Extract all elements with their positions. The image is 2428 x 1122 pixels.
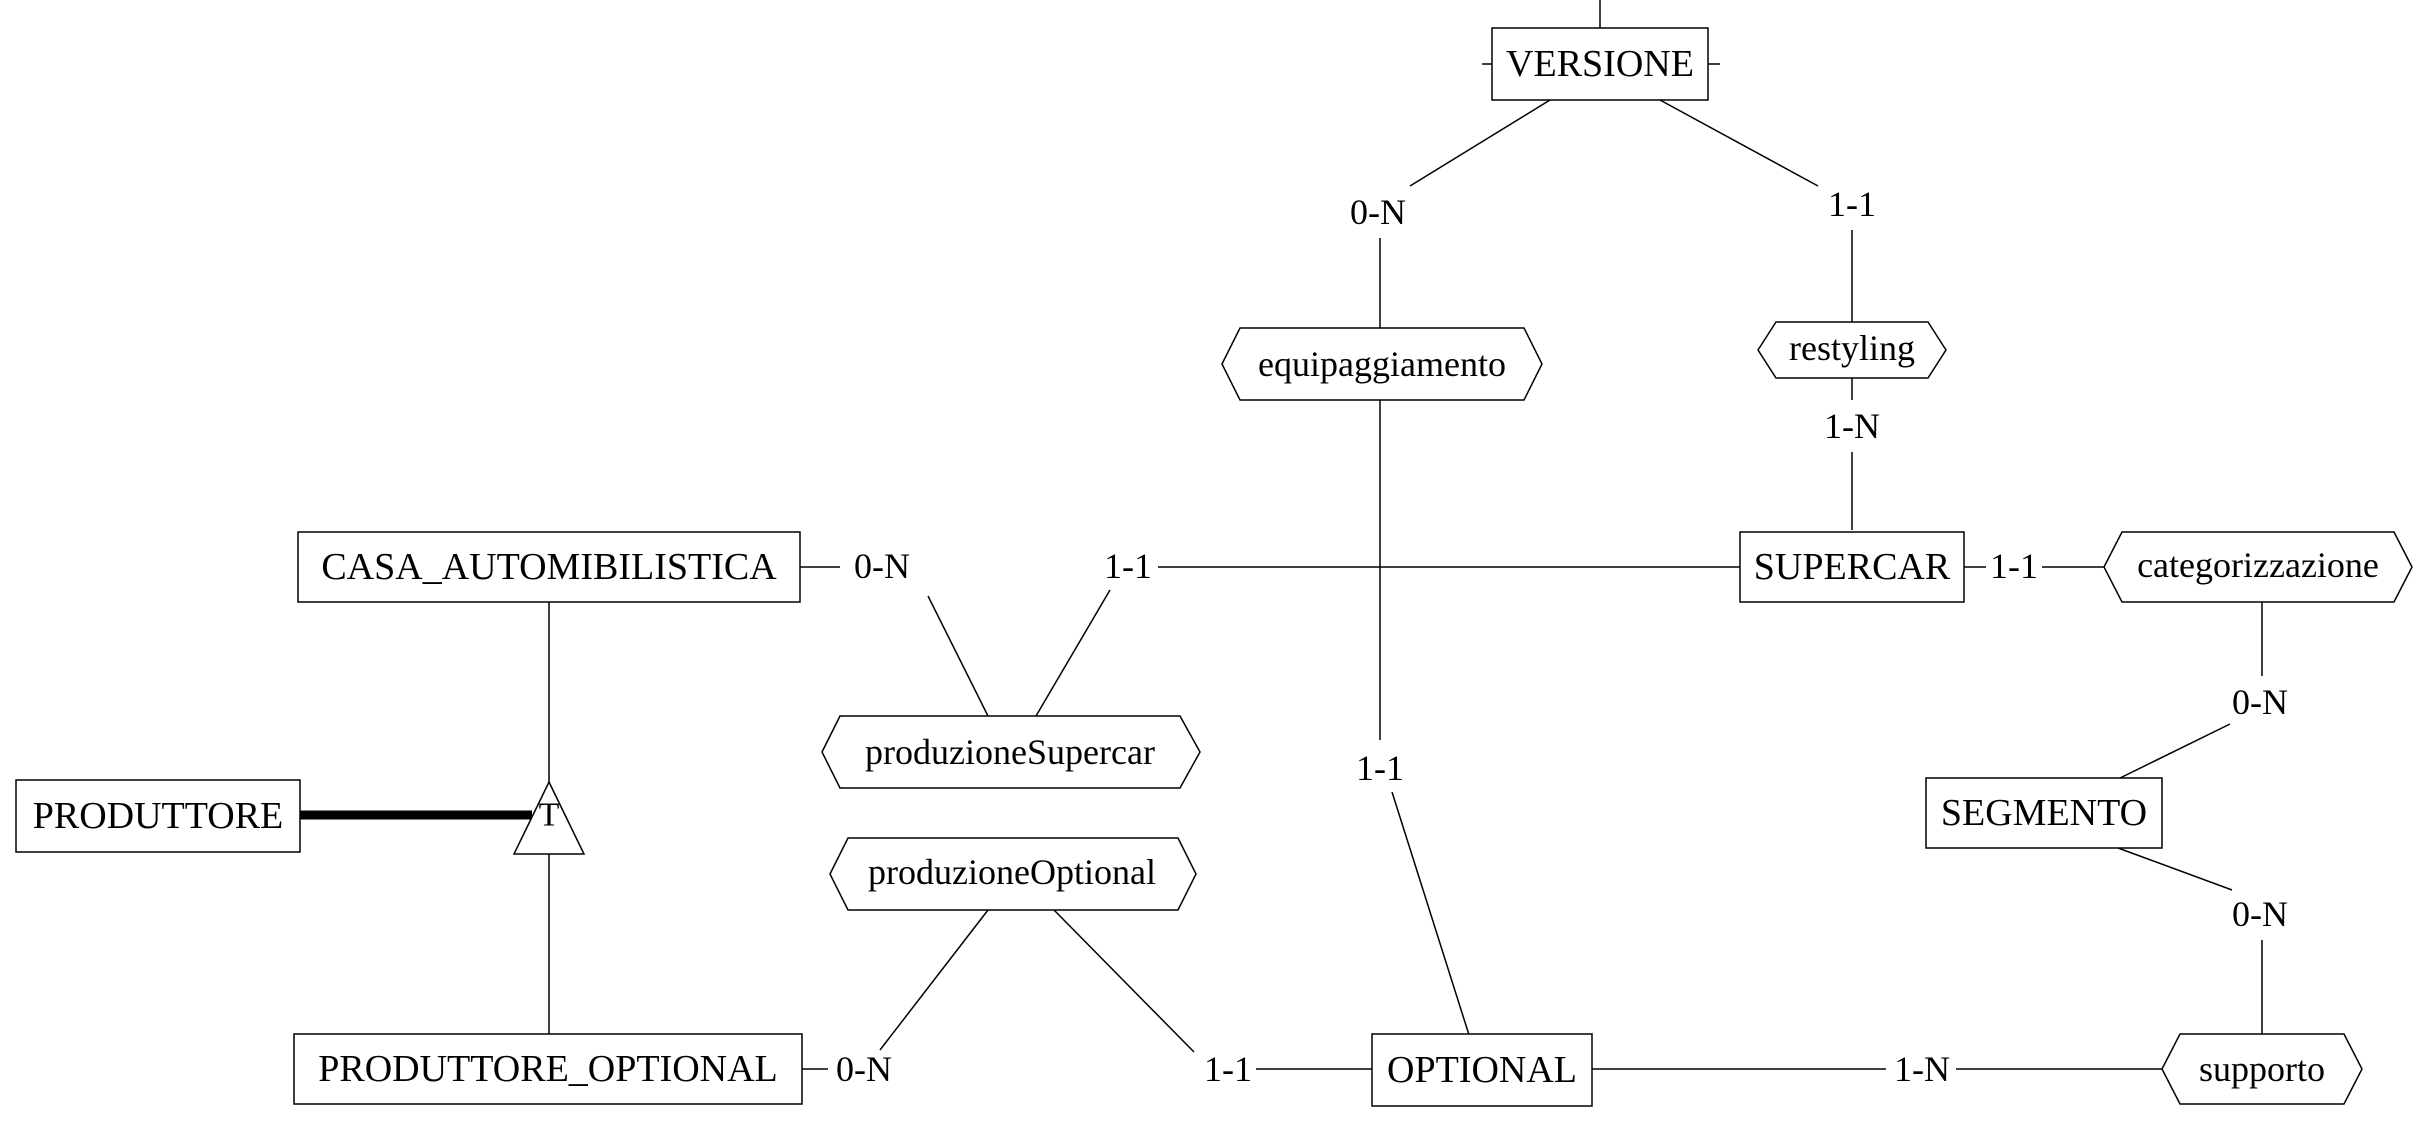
generalization-type-label: T [539, 797, 560, 834]
line-card-produzione-optional2 [879, 909, 989, 1051]
entity-optional-label: OPTIONAL [1387, 1049, 1577, 1091]
line-card-optional [1391, 791, 1471, 1039]
relationship-supporto-label: supporto [2199, 1049, 2325, 1089]
relationship-produzione-optional-label: produzioneOptional [868, 852, 1156, 892]
entity-supercar-label: SUPERCAR [1754, 546, 1951, 588]
cardinality-casa-produzione: 0-N [854, 546, 910, 586]
entity-segmento-label: SEGMENTO [1941, 792, 2147, 834]
cardinality-supercar-restyling: 1-N [1824, 406, 1880, 446]
entity-produttore: PRODUTTORE [15, 779, 301, 853]
relationship-restyling-label: restyling [1789, 328, 1915, 368]
line-versione-card2 [1659, 99, 1819, 187]
cardinality-versione-equipaggiamento: 0-N [1350, 192, 1406, 232]
entity-produttore-optional: PRODUTTORE_OPTIONAL [293, 1033, 803, 1105]
entity-casa-automobilistica: CASA_AUTOMIBILISTICA [297, 531, 801, 603]
entity-casa-automobilistica-label: CASA_AUTOMIBILISTICA [321, 546, 777, 588]
line-segmento-card [2117, 847, 2233, 891]
line-card-segmento [2115, 723, 2231, 781]
cardinality-produttore-optional-produzione: 0-N [836, 1049, 892, 1089]
entity-produttore-optional-label: PRODUTTORE_OPTIONAL [318, 1048, 778, 1090]
entity-produttore-label: PRODUTTORE [33, 795, 284, 837]
entity-versione: VERSIONE [1491, 27, 1709, 101]
cardinality-segmento-supporto: 0-N [2232, 894, 2288, 934]
entity-optional: OPTIONAL [1371, 1033, 1593, 1107]
cardinality-versione-restyling: 1-1 [1828, 184, 1876, 224]
relationship-restyling: restyling [1757, 321, 1947, 379]
cardinality-labels: 0-N 1-1 1-N 0-N 1-1 1-1 0-N 1-1 0-N 0-N … [836, 184, 2288, 1089]
cardinality-optional-equipaggiamento: 1-1 [1356, 748, 1404, 788]
relationship-produzione-supercar: produzioneSupercar [821, 715, 1201, 789]
line-card-produzione-optional [1053, 909, 1195, 1053]
entity-versione-label: VERSIONE [1506, 43, 1694, 85]
relationship-equipaggiamento: equipaggiamento [1221, 327, 1543, 401]
relationship-categorizzazione-label: categorizzazione [2137, 545, 2379, 585]
connection-lines [300, 0, 2263, 1070]
line-card-produzione-supercar2 [927, 595, 989, 717]
relationship-categorizzazione: categorizzazione [2103, 531, 2413, 603]
relationship-equipaggiamento-label: equipaggiamento [1258, 344, 1506, 384]
entity-segmento: SEGMENTO [1925, 777, 2163, 849]
generalization-total: T [512, 780, 586, 855]
line-versione-card [1409, 99, 1551, 187]
relationship-produzione-optional: produzioneOptional [829, 837, 1197, 911]
entity-supercar: SUPERCAR [1739, 531, 1965, 603]
cardinality-optional-produzione: 1-1 [1204, 1049, 1252, 1089]
line-card-produzione-supercar [1035, 589, 1111, 717]
cardinality-supercar-produzione: 1-1 [1104, 546, 1152, 586]
cardinality-supercar-categorizzazione: 1-1 [1990, 546, 2038, 586]
cardinality-segmento-categorizzazione: 0-N [2232, 682, 2288, 722]
cardinality-optional-supporto: 1-N [1894, 1049, 1950, 1089]
relationship-produzione-supercar-label: produzioneSupercar [865, 732, 1155, 772]
relationship-supporto: supporto [2161, 1033, 2363, 1105]
